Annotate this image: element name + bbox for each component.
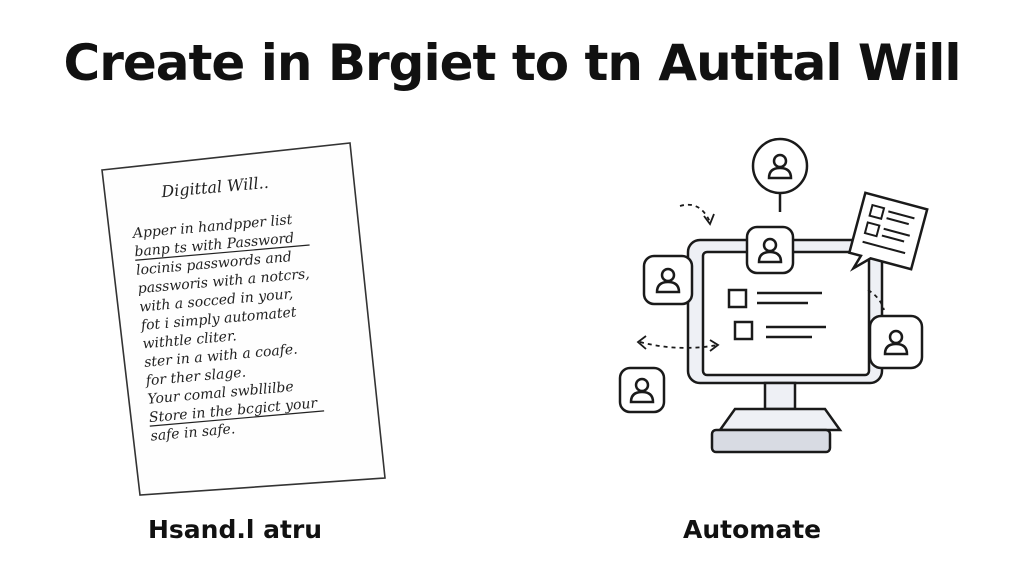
user-icon	[655, 267, 681, 294]
dashed-arrow-icon	[679, 203, 715, 226]
handwritten-will-paper: Digittal Will.. Apper in handpper listba…	[101, 142, 386, 496]
user-node-right	[868, 314, 924, 370]
paper-line: safe in safe.	[150, 421, 236, 444]
document-icon	[847, 191, 929, 272]
connector-line	[867, 289, 885, 311]
user-node-bottom-left	[618, 366, 666, 414]
monitor-icon	[686, 238, 884, 454]
user-icon	[767, 153, 793, 180]
user-icon	[629, 377, 655, 404]
automation-illustration	[618, 137, 929, 454]
dashed-arrow-icon	[636, 335, 720, 352]
paper-underline	[135, 244, 310, 261]
page-title: Create in Brgiet to tn Autital Will	[63, 34, 962, 92]
user-node-left	[642, 254, 694, 306]
caption-automate: Automate	[683, 515, 822, 544]
caption-handwritten: Hsand.l atru	[148, 515, 323, 544]
user-icon	[757, 237, 783, 264]
user-icon	[883, 329, 909, 356]
paper-underline	[149, 410, 325, 427]
user-node-top	[751, 137, 809, 195]
user-node-monitor	[745, 225, 795, 275]
checklist-icon	[727, 288, 826, 341]
